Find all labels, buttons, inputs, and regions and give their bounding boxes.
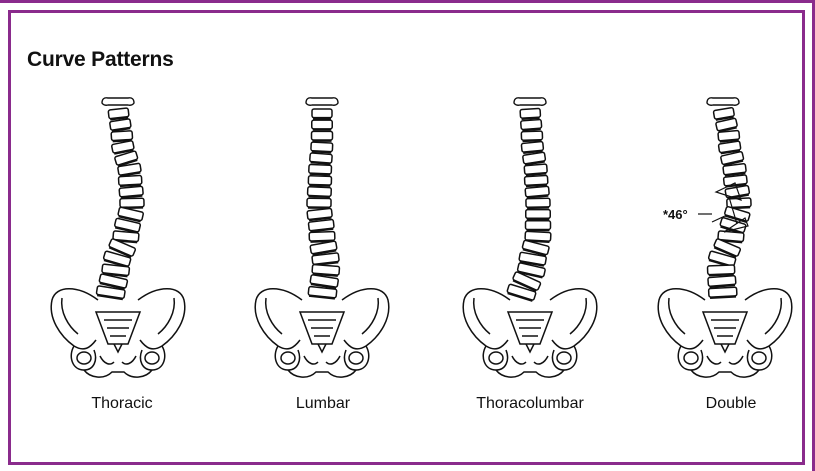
vertebra	[309, 164, 332, 174]
vertebra	[118, 175, 141, 185]
vertebra	[307, 198, 331, 207]
vertebra	[312, 131, 333, 140]
vertebra	[526, 210, 551, 219]
vertebra	[312, 120, 333, 129]
caption-thoracolumbar: Thoracolumbar	[476, 395, 584, 413]
vertebra-cap	[707, 98, 739, 105]
angle-label: *46°	[663, 207, 688, 222]
vertebra	[120, 198, 144, 207]
vertebra	[707, 265, 734, 275]
vertebra	[526, 198, 550, 207]
vertebra	[311, 142, 333, 152]
vertebra	[526, 221, 551, 230]
vertebra	[520, 108, 540, 118]
spine-lumbar	[255, 98, 389, 377]
caption-lumbar: Lumbar	[296, 395, 350, 413]
vertebra	[521, 131, 542, 140]
caption-thoracic: Thoracic	[91, 395, 152, 413]
spine-double	[658, 98, 792, 377]
vertebra	[312, 109, 332, 118]
vertebra-cap	[102, 98, 134, 105]
spine-thoracolumbar	[463, 98, 597, 377]
spine-thoracic	[51, 98, 185, 377]
vertebra	[307, 187, 331, 197]
vertebra-cap	[306, 98, 338, 105]
vertebra	[524, 175, 547, 185]
pelvis	[51, 289, 185, 377]
pelvis	[463, 289, 597, 377]
pelvis	[658, 289, 792, 377]
vertebra	[309, 231, 335, 241]
pelvis	[255, 289, 389, 377]
vertebra	[308, 176, 331, 185]
vertebra-cap	[514, 98, 546, 105]
caption-double: Double	[706, 395, 757, 413]
